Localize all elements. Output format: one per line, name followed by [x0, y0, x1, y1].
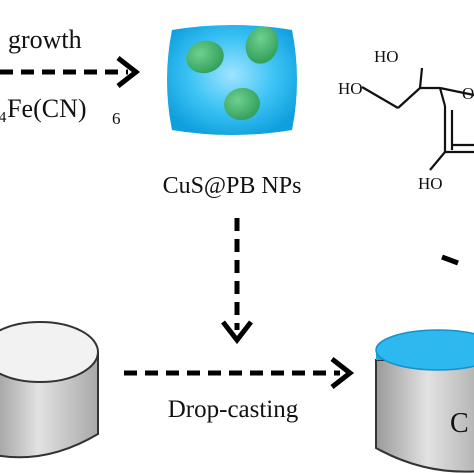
drop-casting-arrow	[124, 357, 355, 389]
cus-core-1	[186, 40, 224, 74]
cus-pb-nanoparticle-icon	[167, 25, 297, 135]
minus-mark	[441, 254, 459, 266]
bare-electrode	[0, 321, 99, 459]
growth-label: growth	[8, 25, 82, 54]
molecule-ho-label-2: HO	[374, 47, 399, 66]
molecule-partial-o-label: O	[462, 84, 474, 103]
precursor-formula-main: ₄Fe(CN)	[0, 94, 87, 123]
drop-casting-label: Drop-casting	[168, 396, 299, 423]
nanoparticle-label: CuS@PB NPs	[163, 173, 302, 199]
growth-arrow	[0, 56, 141, 88]
electrode-partial-label: C	[450, 408, 469, 439]
precursor-formula: ₄Fe(CN) 6	[0, 94, 121, 128]
precursor-formula-subscript: 6	[112, 109, 121, 128]
coated-electrode	[375, 329, 474, 473]
molecule-ho-label-1: HO	[338, 79, 363, 98]
molecule-ho-label-3: HO	[418, 174, 443, 193]
cus-core-3	[224, 87, 260, 121]
downward-arrow	[221, 218, 253, 345]
molecule-structure	[361, 67, 474, 171]
cus-core-2	[245, 26, 279, 64]
